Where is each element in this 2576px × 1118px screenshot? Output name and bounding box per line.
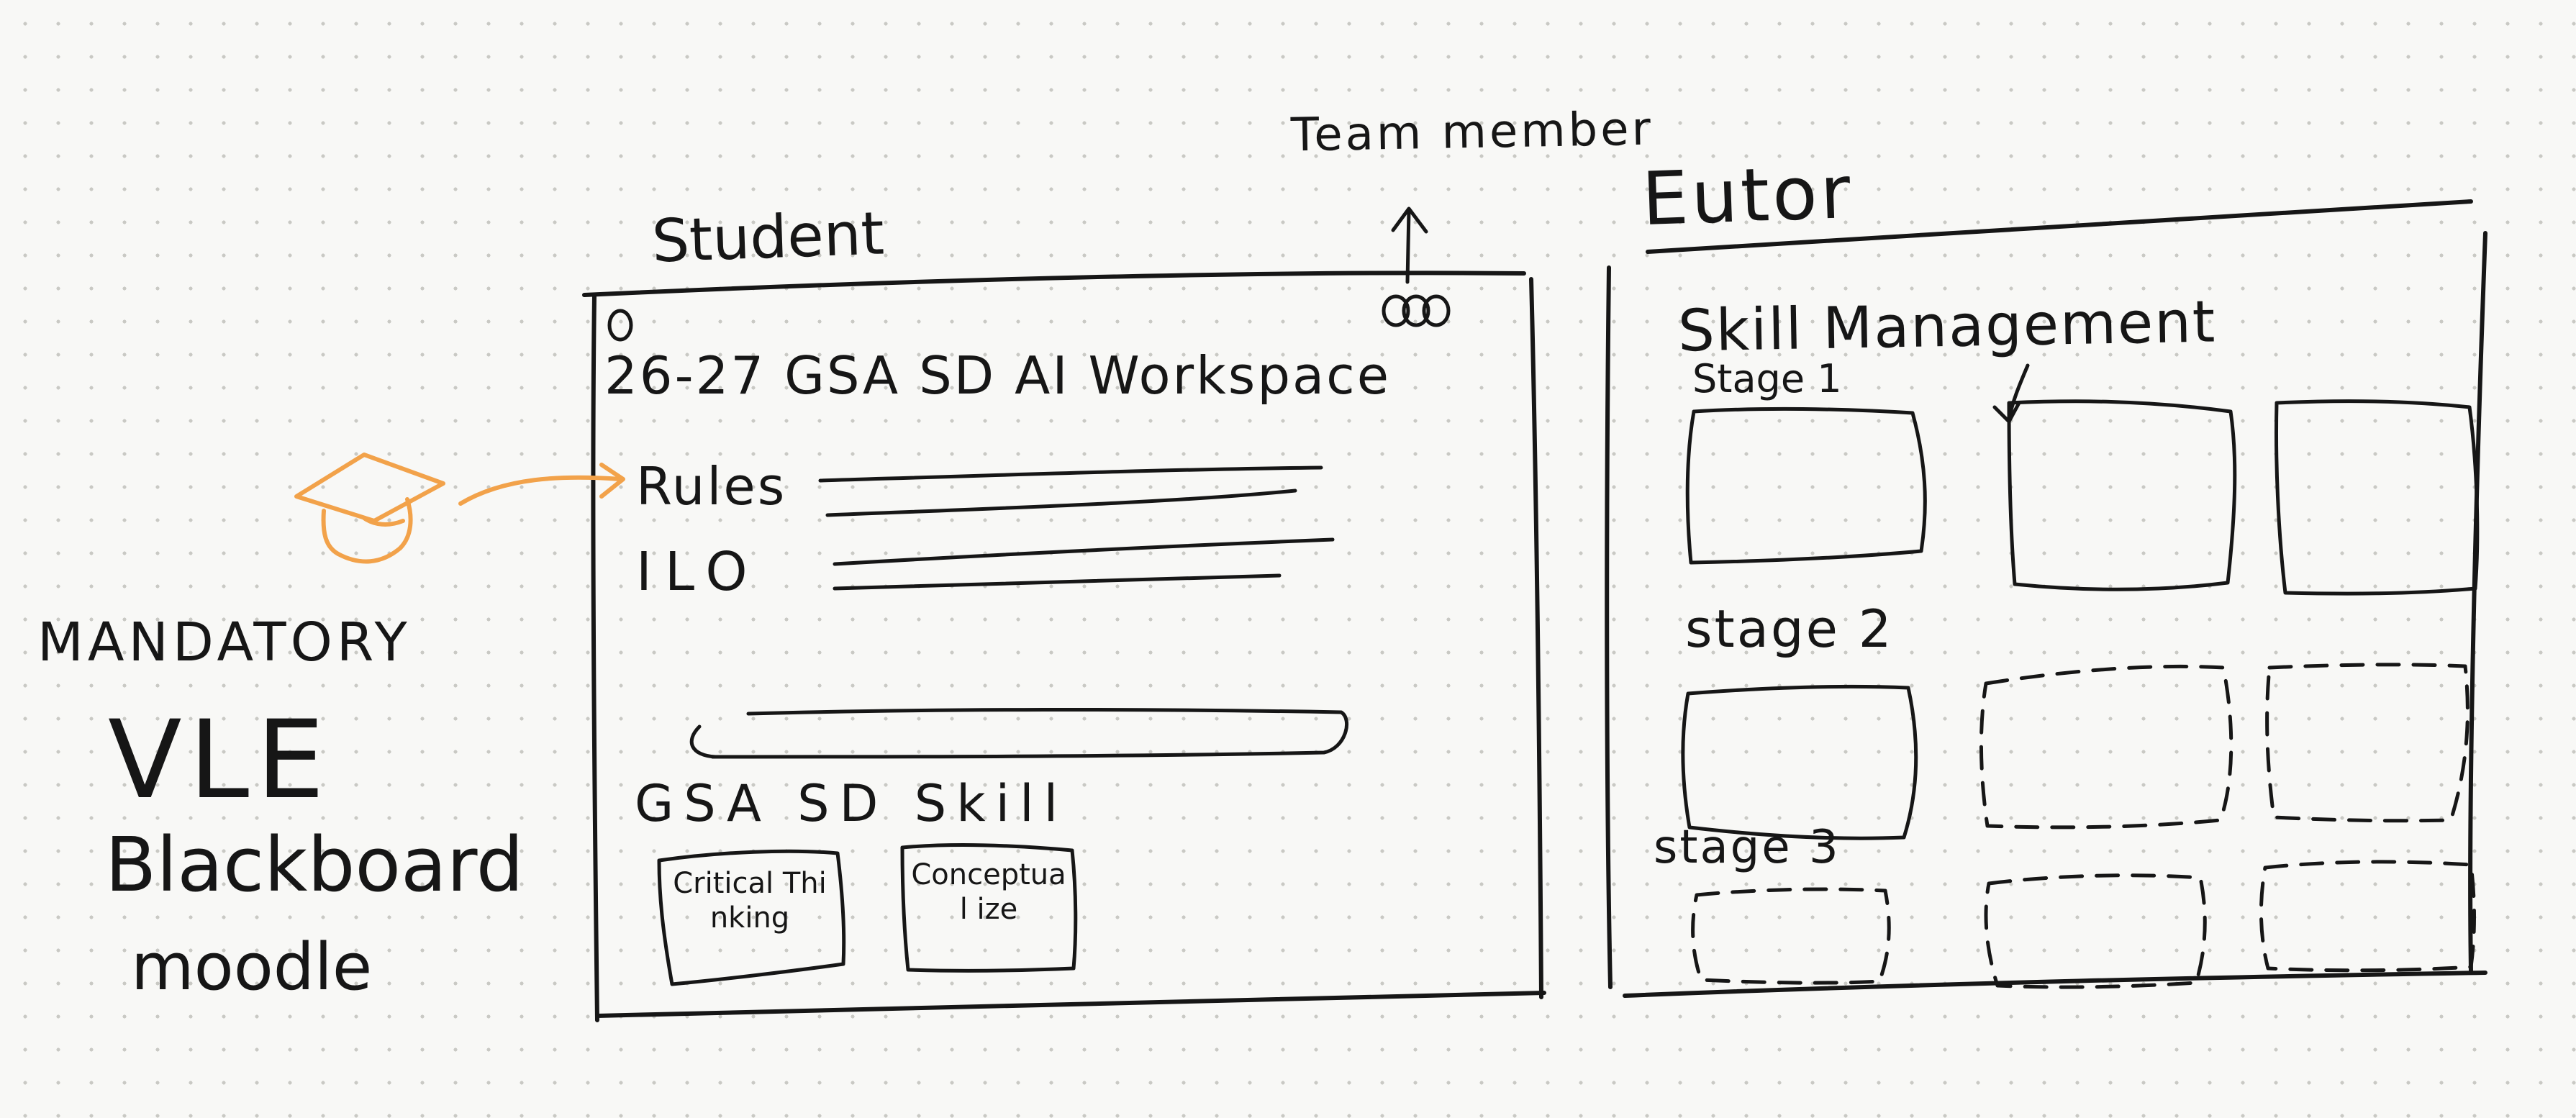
blackboard-label: Blackboard xyxy=(105,821,524,909)
tutor-heading: Eutor xyxy=(1640,149,1855,243)
moodle-label: moodle xyxy=(131,930,373,1005)
skill-card-conceptualize-outline xyxy=(900,843,1078,973)
skill-card-critical-thinking-outline xyxy=(657,849,846,986)
vle-label: VLE xyxy=(108,698,332,823)
tutor-panel-frame xyxy=(1605,199,2487,998)
ilo-link[interactable]: ILO xyxy=(636,541,761,603)
stage-3-card-2-outline xyxy=(1984,873,2207,989)
stage-2-card-3-outline xyxy=(2265,663,2470,823)
ilo-text-lines xyxy=(833,537,1335,591)
rules-text-lines xyxy=(818,465,1323,517)
stage-1-card-2-outline xyxy=(2007,399,2237,591)
window-circle-icon xyxy=(607,309,633,342)
stage-1-card-3-outline xyxy=(2275,399,2480,596)
team-member-label: Team member xyxy=(1290,102,1654,163)
workspace-title: 26-27 GSA SD AI Workspace xyxy=(604,345,1392,406)
team-avatars-icon[interactable] xyxy=(1382,294,1451,327)
skill-card-critical-thinking[interactable]: Critical Thinking xyxy=(673,867,827,935)
stage-1-card-1-outline xyxy=(1685,406,1927,565)
skill-card-conceptualize[interactable]: Conceptual ize xyxy=(911,858,1066,926)
stage-2-card-1-outline xyxy=(1681,684,1918,840)
chat-input-bar[interactable] xyxy=(689,707,1349,759)
student-heading: Student xyxy=(650,199,886,276)
stage-2-card-2-outline xyxy=(1979,664,2233,830)
mandatory-label: MANDATORY xyxy=(37,612,412,673)
stage-3-label: stage 3 xyxy=(1654,821,1841,874)
skill-management-arrow xyxy=(1992,363,2030,424)
team-member-arrow xyxy=(1391,206,1428,284)
student-panel-frame xyxy=(582,271,1546,1022)
stage-3-card-3-outline xyxy=(2259,860,2476,973)
skill-management-heading: Skill Management xyxy=(1677,288,2217,365)
skill-section-label: GSA SD Skill xyxy=(635,774,1069,833)
stage-2-label: stage 2 xyxy=(1685,599,1894,659)
rules-link[interactable]: Rules xyxy=(636,456,787,517)
stage-3-card-1-outline xyxy=(1691,887,1891,985)
graduation-cap-icon xyxy=(294,453,445,564)
stage-1-label: Stage 1 xyxy=(1692,356,1842,401)
vle-link-arrow xyxy=(458,463,625,506)
